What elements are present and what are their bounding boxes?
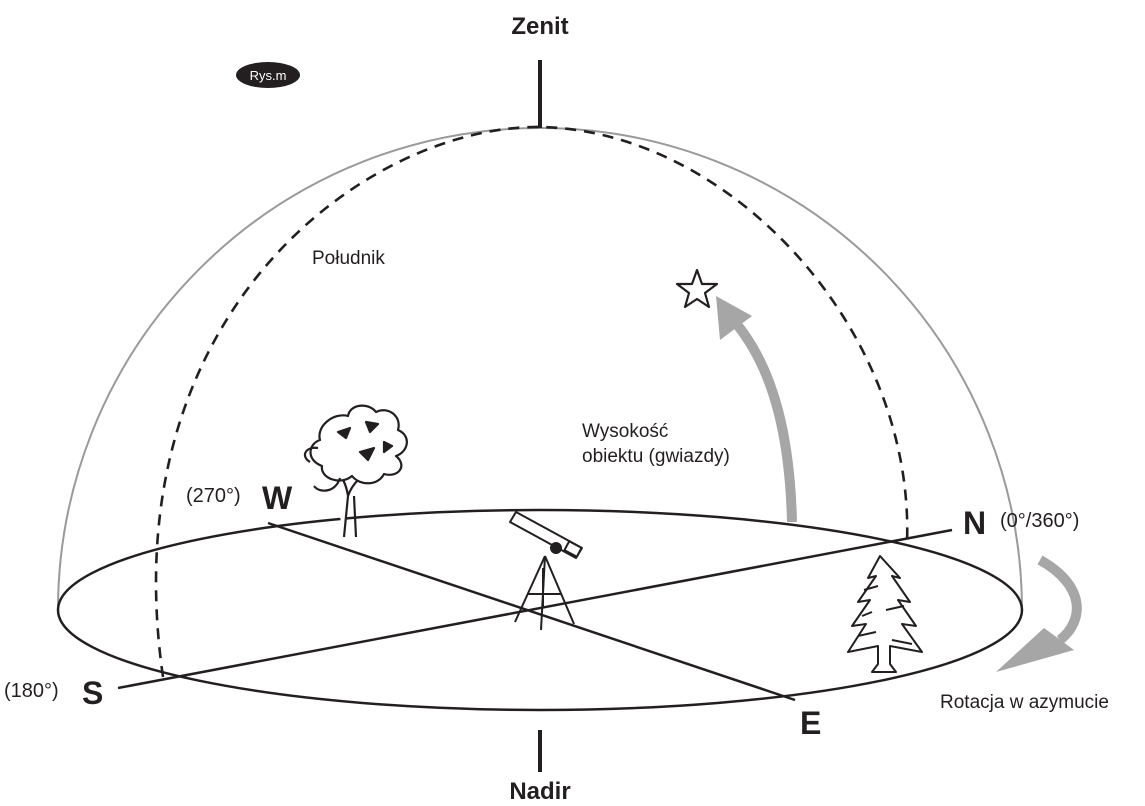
meridian-line — [154, 125, 909, 678]
north-letter: N — [963, 505, 986, 541]
figure-badge: Rys.m — [236, 62, 300, 88]
dome-outline — [57, 127, 1023, 611]
horizon-plane — [56, 508, 1024, 712]
azimuth-rotation-arrow — [996, 555, 1082, 672]
north-south-line — [117, 528, 953, 690]
deciduous-tree-icon — [303, 404, 408, 538]
meridian-label: Południk — [312, 248, 385, 269]
nadir-label: Nadir — [509, 778, 570, 805]
star-icon — [675, 268, 719, 309]
altitude-label-line1: Wysokość — [582, 421, 668, 442]
zenith-label: Zenit — [511, 13, 568, 40]
telescope-icon — [509, 511, 583, 631]
west-east-line — [267, 521, 796, 702]
altitude-arrow — [716, 296, 797, 523]
east-letter: E — [800, 705, 821, 741]
north-degrees: (0°/360°) — [1000, 510, 1079, 532]
west-letter: W — [262, 480, 293, 516]
badge-text: Rys.m — [250, 68, 287, 83]
altitude-label-line2: obiektu (gwiazdy) — [582, 446, 730, 467]
azimuth-rotation-label: Rotacja w azymucie — [940, 692, 1109, 713]
conifer-tree-icon — [847, 555, 923, 673]
south-letter: S — [82, 675, 103, 711]
west-degrees: (270°) — [186, 485, 241, 507]
south-degrees: (180°) — [4, 680, 59, 702]
